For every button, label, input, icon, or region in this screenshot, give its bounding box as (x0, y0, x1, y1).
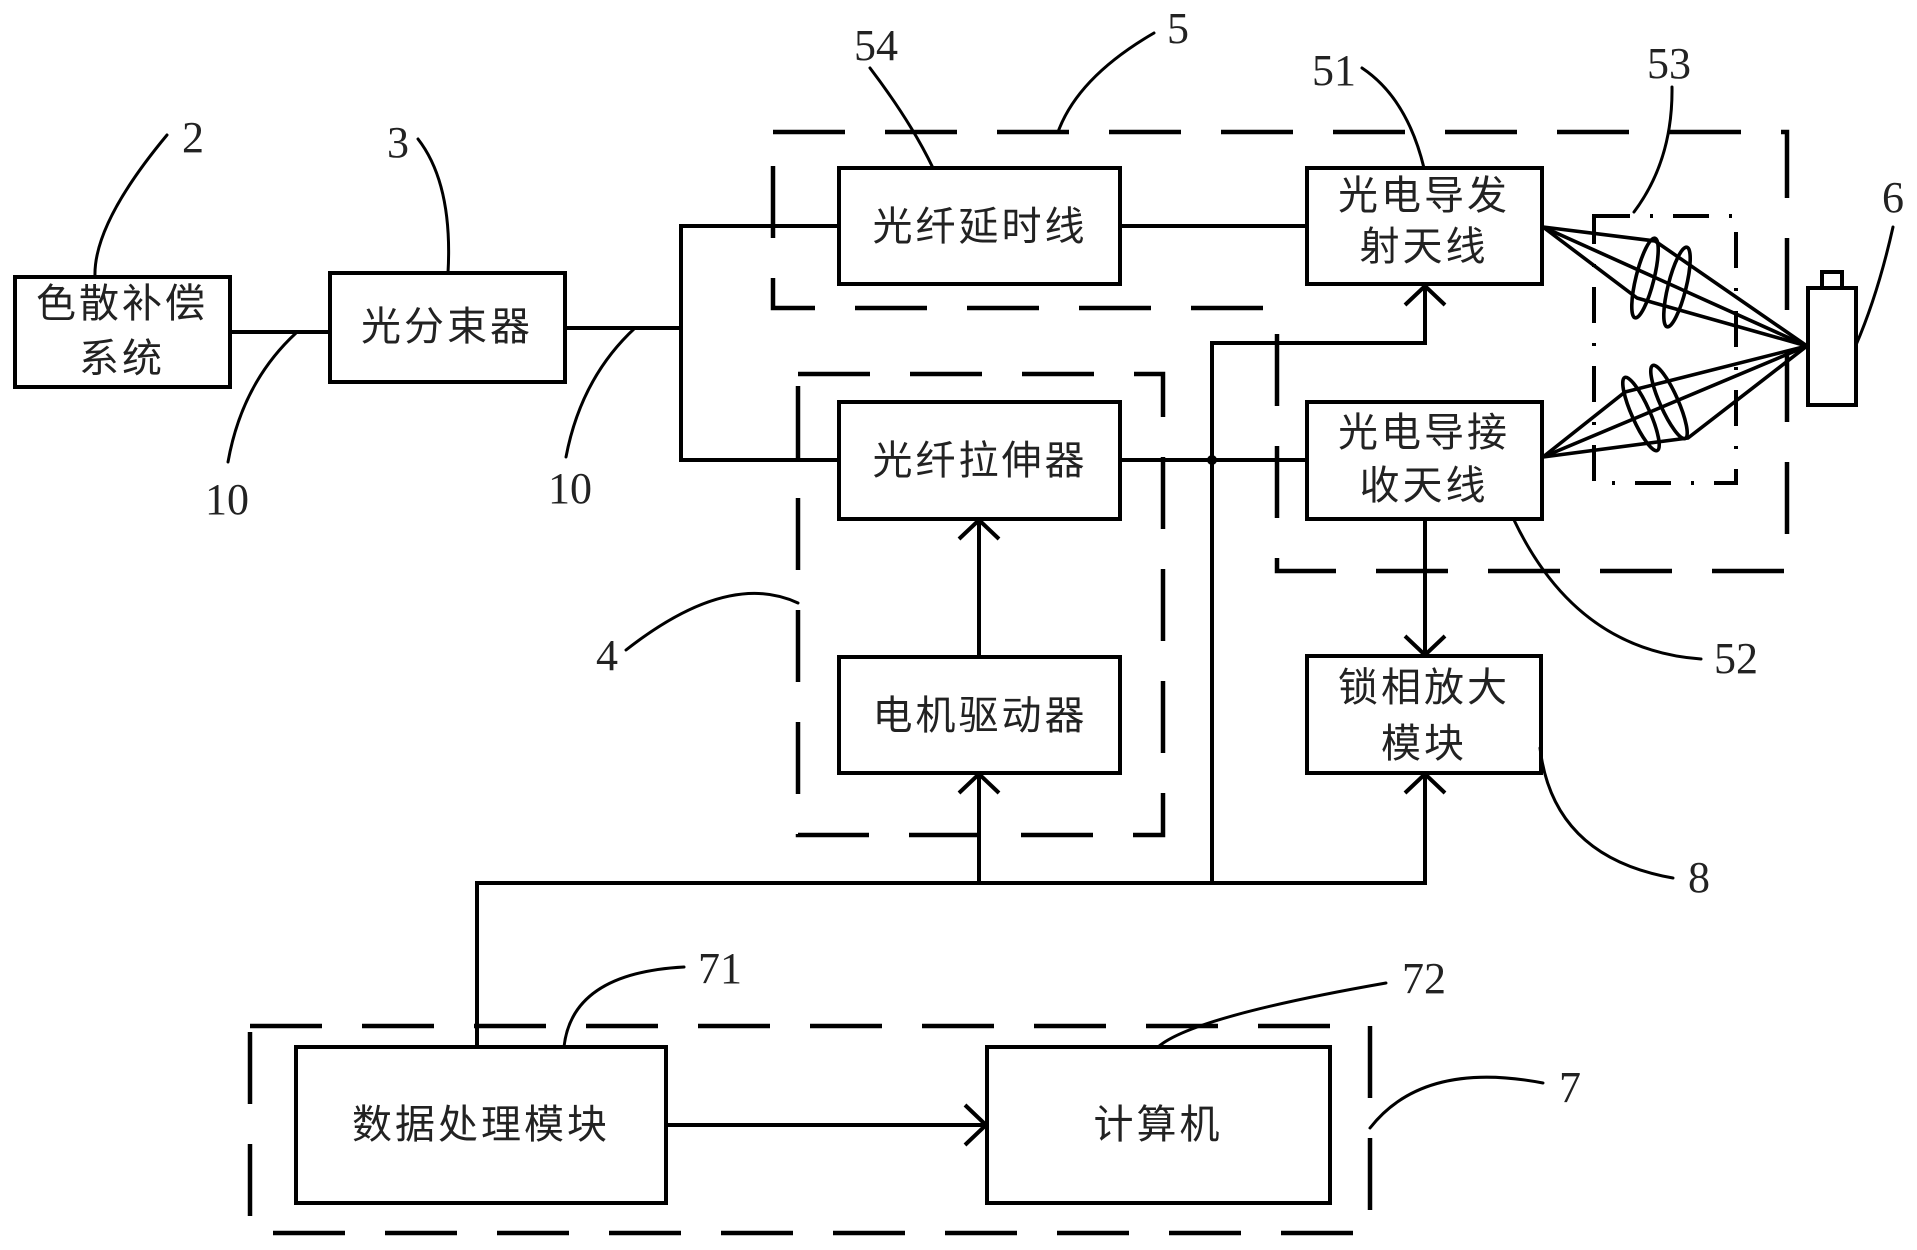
ref-numeral-10-left: 10 (205, 475, 249, 524)
block-lockin-amplifier: 锁相放大 模块 (1305, 654, 1543, 775)
block-frame (328, 271, 567, 384)
leader-72 (1156, 981, 1388, 1049)
block-label: 射天线 (1360, 224, 1489, 270)
block-label: 光电导接 (1338, 410, 1510, 456)
block-frame (1305, 654, 1543, 775)
leader-lines (93, 31, 1895, 1130)
block-fiber-delay-line: 光纤延时线 (837, 166, 1122, 286)
receiver-beam-ray-middle (1542, 344, 1808, 459)
leader-10-left (226, 331, 298, 464)
sample-icon (1806, 270, 1858, 407)
sample-body (1806, 286, 1858, 407)
bias-line-to-emitter (1210, 285, 1427, 885)
block-frame (837, 655, 1122, 775)
block-label: 色散补偿 (36, 281, 208, 327)
ref-numeral-6: 6 (1882, 173, 1904, 222)
block-label: 系统 (79, 336, 165, 382)
block-label: 锁相放大 (1338, 665, 1510, 711)
leader-7 (1368, 1075, 1545, 1130)
leader-10-right (564, 326, 637, 459)
leader-52 (1512, 518, 1703, 661)
block-label: 计算机 (1094, 1102, 1223, 1148)
lens-icon (1629, 236, 1661, 320)
block-frame (837, 400, 1122, 521)
block-frame (837, 166, 1122, 286)
block-dispersion-compensation: 色散补偿 系统 (13, 275, 232, 389)
reference-numerals: 2 3 10 10 54 5 51 53 6 4 52 8 71 72 7 (182, 4, 1904, 1112)
block-frame (294, 1045, 668, 1205)
leader-5 (1056, 31, 1156, 134)
block-motor-driver: 电机驱动器 (837, 655, 1122, 775)
ref-numeral-52: 52 (1714, 634, 1758, 683)
block-label: 光纤拉伸器 (873, 438, 1088, 484)
leader-54 (868, 66, 935, 170)
ref-numeral-8: 8 (1688, 853, 1710, 902)
block-fiber-stretcher: 光纤拉伸器 (837, 400, 1122, 521)
block-frame (13, 275, 232, 389)
leader-53 (1632, 85, 1674, 214)
leader-2 (93, 133, 169, 279)
ref-numeral-2: 2 (182, 113, 204, 162)
leader-51 (1360, 66, 1426, 170)
lens-icon (1648, 363, 1690, 441)
ref-numeral-54: 54 (854, 21, 898, 70)
module-5-outline (770, 129, 1790, 574)
emitter-beam (1541, 225, 1809, 348)
ref-numeral-72: 72 (1402, 954, 1446, 1003)
ref-numeral-53: 53 (1647, 39, 1691, 88)
leader-6 (1854, 225, 1895, 347)
block-pc-emitter-antenna: 光电导发 射天线 (1305, 166, 1544, 286)
ref-numeral-3: 3 (387, 118, 409, 167)
block-computer: 计算机 (985, 1045, 1332, 1205)
block-pc-receiver-antenna: 光电导接 收天线 (1305, 400, 1544, 521)
ref-numeral-51: 51 (1312, 46, 1356, 95)
lens-icon (1620, 375, 1662, 453)
ref-numeral-4: 4 (596, 631, 618, 680)
leader-71 (562, 965, 686, 1049)
leader-4 (624, 591, 800, 652)
block-label: 数据处理模块 (352, 1102, 610, 1148)
receiver-beam (1541, 344, 1809, 459)
block-frame (1305, 400, 1544, 521)
ref-numeral-71: 71 (698, 944, 742, 993)
sample-cap (1820, 270, 1844, 290)
block-data-processing: 数据处理模块 (294, 1045, 668, 1205)
emitter-beam-ray-bottom (1541, 225, 1808, 348)
block-label: 收天线 (1360, 463, 1489, 509)
leader-8 (1538, 746, 1675, 880)
block-label: 光纤延时线 (873, 204, 1088, 250)
lens-group-outline (1592, 214, 1738, 485)
block-label: 光电导发 (1338, 173, 1510, 219)
block-label: 电机驱动器 (873, 693, 1088, 739)
block-label: 光分束器 (361, 304, 533, 350)
lens-icon (1661, 245, 1693, 329)
block-beam-splitter: 光分束器 (328, 271, 567, 384)
ref-numeral-5: 5 (1167, 4, 1189, 53)
ref-numeral-10-right: 10 (548, 464, 592, 513)
emitter-beam-ray-top (1542, 225, 1809, 348)
module-7-outline (247, 1023, 1373, 1236)
block-frame (1305, 166, 1544, 286)
ref-numeral-7: 7 (1559, 1063, 1581, 1112)
leader-3 (416, 137, 451, 275)
block-label: 模块 (1381, 721, 1467, 767)
emitter-beam-ray-middle (1542, 225, 1808, 348)
